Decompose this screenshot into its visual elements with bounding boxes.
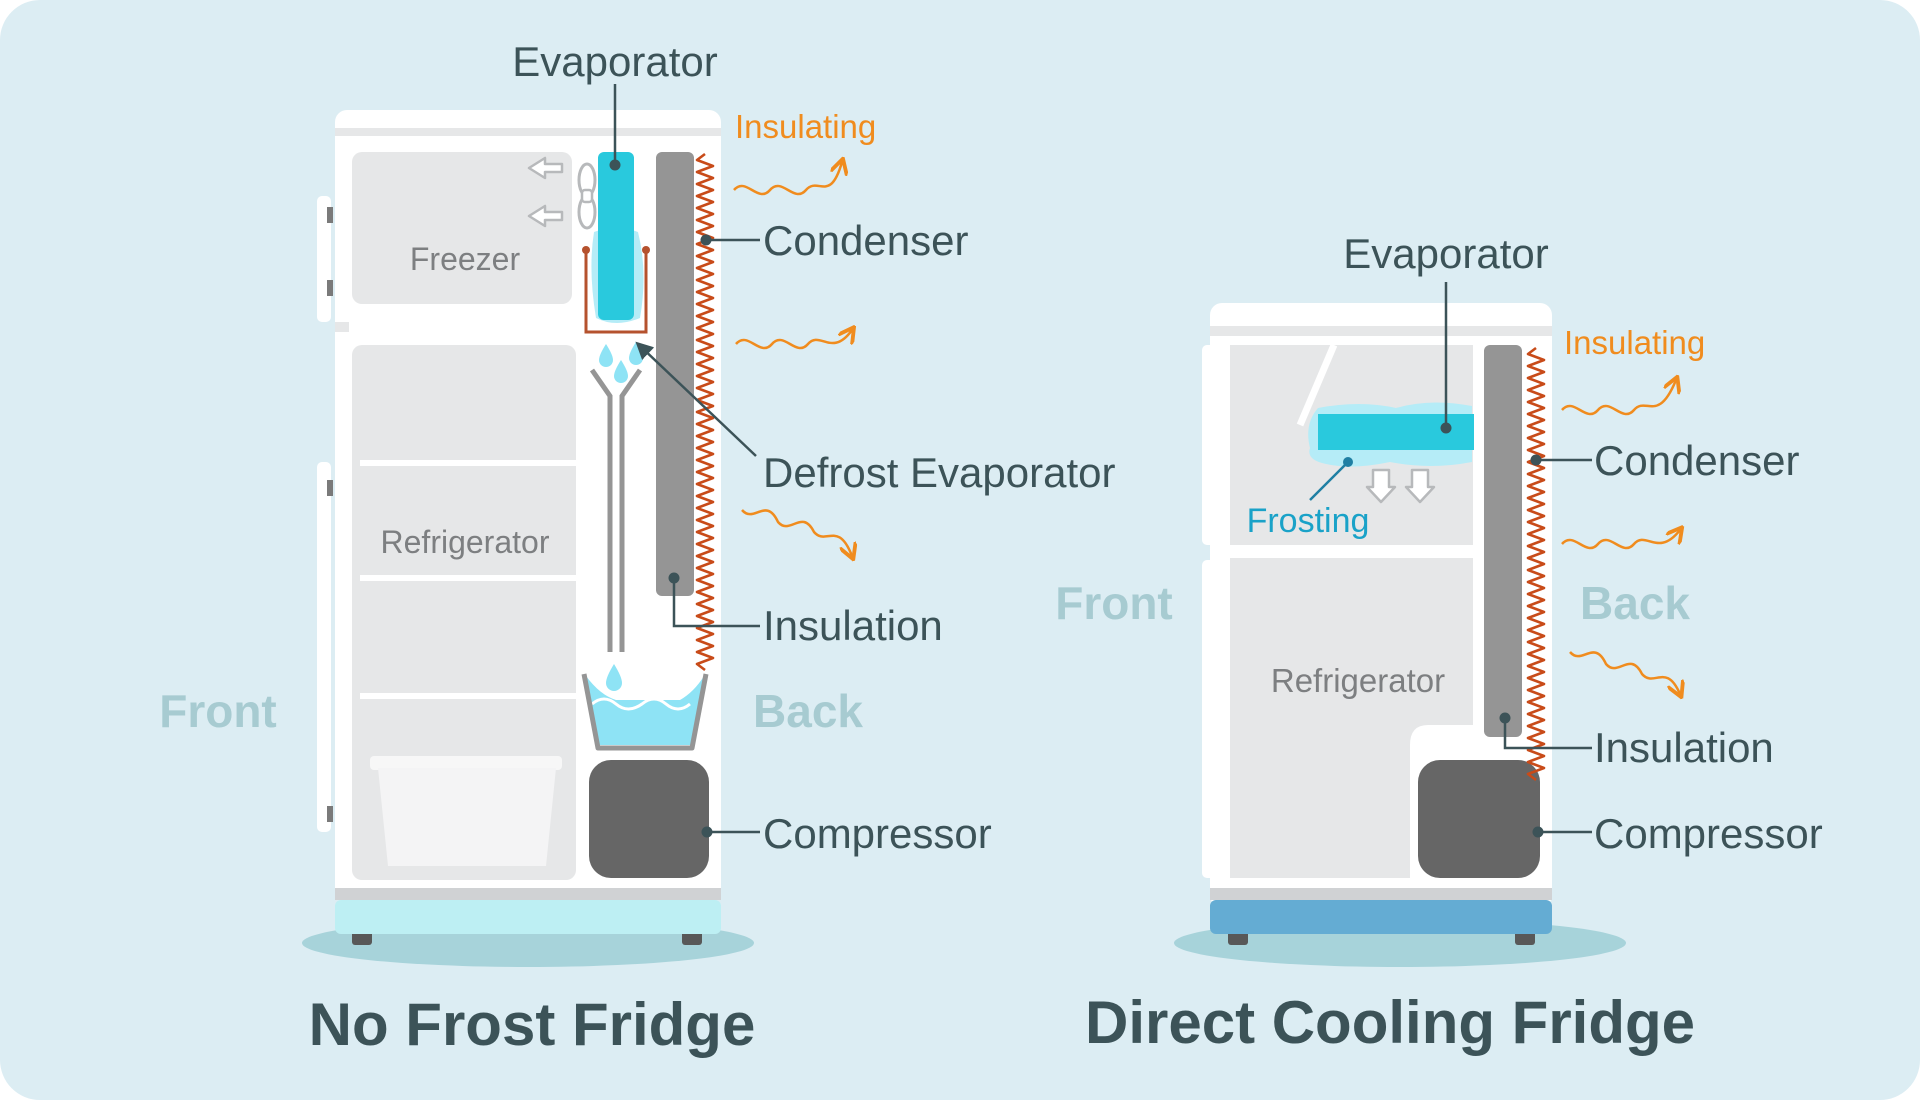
- no-frost-base: [335, 900, 721, 934]
- direct-front-label: Front: [1055, 577, 1173, 629]
- shelf: [360, 693, 576, 699]
- heat-wave-icon: [1569, 651, 1680, 694]
- leader-dot: [668, 572, 680, 584]
- leader-dot: [700, 234, 712, 246]
- no-frost-hinge: [327, 207, 333, 223]
- refrigerator-compartment: [352, 345, 576, 880]
- water-drop-icon: [614, 360, 628, 383]
- no-frost-title: No Frost Fridge: [309, 991, 756, 1058]
- frosting-label: Frosting: [1247, 502, 1370, 540]
- leader-dot: [1499, 712, 1511, 724]
- no-frost-compressor: [589, 760, 709, 878]
- leader-dot: [701, 826, 713, 838]
- down-arrow-icon: [1365, 468, 1397, 504]
- shelf: [360, 575, 576, 581]
- direct-refrigerator-compartment: [1230, 558, 1473, 878]
- direct-bottom-trim: [1210, 888, 1552, 900]
- heat-wave-icon: [1561, 380, 1676, 416]
- leader-dot: [609, 159, 621, 171]
- direct-back-label: Back: [1580, 577, 1690, 629]
- direct-cooling-title: Direct Cooling Fridge: [1085, 989, 1695, 1056]
- direct-insulating-label: Insulating: [1564, 324, 1705, 361]
- direct-insulation: [1484, 345, 1522, 737]
- left-arrow-icon: [527, 204, 564, 228]
- no-frost-hinge: [327, 280, 333, 296]
- condenser-label: Condenser: [763, 217, 968, 264]
- defrost-evaporator-label: Defrost Evaporator: [763, 449, 1116, 496]
- fan-icon: [577, 162, 597, 230]
- freezer-flap: [1296, 343, 1338, 427]
- heat-wave-icon: [1561, 530, 1680, 550]
- shelf: [360, 460, 576, 466]
- no-frost-bottom-trim: [335, 888, 721, 900]
- leader-line: [672, 578, 760, 628]
- direct-condenser-coil: [1526, 346, 1546, 782]
- defrost-heater-tube: [584, 250, 648, 334]
- direct-condenser-label: Condenser: [1594, 437, 1799, 484]
- no-frost-fridge: Freezer Refrigerator Evaporator Insulati…: [159, 38, 1115, 1058]
- leader-dot: [1530, 454, 1542, 466]
- insulating-label: Insulating: [735, 108, 876, 145]
- direct-evaporator: [1318, 414, 1474, 450]
- heat-wave-icon: [735, 330, 852, 350]
- water-drop-icon: [606, 664, 622, 691]
- evaporator-label: Evaporator: [512, 38, 717, 85]
- back-label: Back: [753, 685, 863, 737]
- compressor-label: Compressor: [763, 810, 992, 857]
- no-frost-insulation: [656, 152, 694, 596]
- leader-dot: [1532, 826, 1544, 838]
- leader-arrow: [635, 341, 757, 457]
- crisper-drawer-rim: [370, 756, 562, 770]
- no-frost-fridge-door-edge: [317, 462, 331, 832]
- direct-cooling-fridge: Evaporator Insulating Condenser Frosting…: [1055, 230, 1822, 1056]
- no-frost-top-trim: [335, 128, 721, 136]
- direct-insulation-label: Insulation: [1594, 724, 1774, 771]
- heat-wave-icon: [741, 509, 852, 556]
- direct-base: [1210, 900, 1552, 934]
- heat-wave-icon: [733, 162, 842, 196]
- drain-pipe: [589, 368, 613, 652]
- leader-line: [1503, 718, 1592, 750]
- water-surface: [591, 697, 691, 711]
- heater-tube-end: [582, 246, 590, 254]
- direct-compressor-label: Compressor: [1594, 810, 1823, 857]
- direct-compressor: [1418, 760, 1540, 878]
- direct-evaporator-label: Evaporator: [1343, 230, 1548, 277]
- no-frost-hinge: [327, 806, 333, 822]
- no-frost-hinge: [327, 480, 333, 496]
- no-frost-divider-notch: [335, 322, 349, 332]
- down-arrow-icon: [1404, 468, 1436, 504]
- leader-dot: [1440, 422, 1452, 434]
- crisper-drawer: [378, 768, 556, 866]
- direct-top-trim: [1210, 326, 1552, 336]
- direct-refrigerator-label: Refrigerator: [1271, 662, 1445, 699]
- freezer-label: Freezer: [410, 241, 521, 277]
- leader-dot: [1343, 457, 1353, 467]
- drain-pipe: [619, 368, 643, 652]
- water-drop-icon: [599, 344, 613, 367]
- refrigerator-label: Refrigerator: [381, 524, 550, 560]
- heater-tube-end: [642, 246, 650, 254]
- water-in-tray: [586, 676, 704, 745]
- insulation-label: Insulation: [763, 602, 943, 649]
- no-frost-evaporator: [598, 152, 634, 320]
- front-label: Front: [159, 685, 277, 737]
- frosting-leader-line: [1309, 461, 1349, 501]
- freezer-compartment: [352, 152, 572, 304]
- drain-tray: [581, 673, 709, 751]
- left-arrow-icon: [527, 156, 564, 180]
